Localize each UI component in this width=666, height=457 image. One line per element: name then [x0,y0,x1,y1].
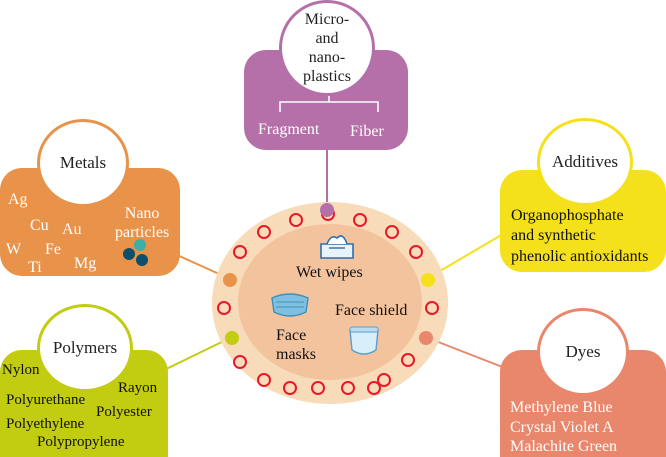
polymer-nylon: Nylon [2,362,40,378]
polymer-rayon: Rayon [118,380,158,396]
metal-ag: Ag [8,191,28,208]
polymer-polyurethane: Polyurethane [6,392,86,408]
micro-bracket [279,96,379,112]
micro-plastics-title: Micro- and nano- plastics [303,11,351,85]
wet-wipes-label: Wet wipes [296,264,363,281]
metal-mg: Mg [74,255,97,272]
metal-nanoparticles: Nano particles [115,205,170,241]
additives-bubble: Additives [537,118,633,206]
additives-line-1: Organophosphate [511,207,624,224]
additives-line-2: and synthetic [511,227,596,244]
polymer-polypropylene: Polypropylene [37,434,125,450]
connector-polymers [159,337,231,373]
dot-micro [320,203,334,217]
metal-au: Au [62,221,82,238]
dot-additives [421,273,435,287]
polymer-polyethylene: Polyethylene [6,416,85,432]
metal-ti: Ti [28,259,42,276]
dye-crystal-violet: Crystal Violet A [510,419,614,436]
dot-metals [223,273,237,287]
dye-methylene-blue: Methylene Blue [510,399,613,416]
polymer-polyester: Polyester [96,404,152,420]
wet-wipes-icon [320,235,354,259]
face-shield-label: Face shield [335,302,408,319]
metal-fe: Fe [45,241,61,258]
metals-bubble: Metals [37,119,129,207]
additives-line-3: phenolic antioxidants [511,248,649,265]
face-shield-icon [349,326,379,355]
nanoparticles-icon [123,239,148,266]
face-mask-icon [271,293,309,317]
dyes-bubble: Dyes [537,308,629,396]
dyes-title: Dyes [565,342,601,361]
dot-polymers [225,331,239,345]
face-masks-label: Face masks [276,327,316,363]
additives-title: Additives [551,152,619,171]
micro-item-fiber: Fiber [350,123,384,140]
polymers-bubble: Polymers [37,304,133,392]
metal-w: W [6,241,22,258]
dot-dyes [419,331,433,345]
dye-malachite-green: Malachite Green [510,438,618,455]
connector-dyes [427,337,506,369]
polymers-title: Polymers [52,338,118,357]
micro-item-fragment: Fragment [258,121,320,138]
metals-title: Metals [59,153,107,172]
metal-cu: Cu [30,217,49,234]
micro-plastics-bubble: Micro- and nano- plastics [279,0,375,96]
